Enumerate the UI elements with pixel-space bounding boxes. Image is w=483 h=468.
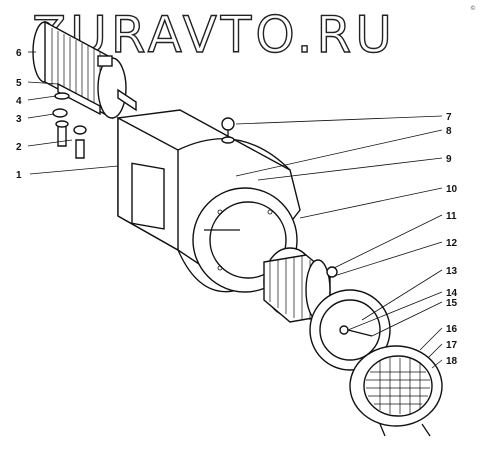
corner-mark: © <box>470 5 476 12</box>
impeller-wheel <box>263 247 338 323</box>
callout-2: 2 <box>16 142 22 153</box>
callout-7: 7 <box>446 112 452 123</box>
callout-6: 6 <box>16 48 22 59</box>
callout-17: 17 <box>446 340 458 351</box>
callout-4: 4 <box>16 96 22 107</box>
callout-10: 10 <box>446 184 458 195</box>
callout-1: 1 <box>16 170 22 181</box>
callout-numbers: 1 2 3 4 5 6 7 8 9 10 11 12 13 14 15 16 1… <box>16 48 458 367</box>
mounting-hardware <box>52 92 87 159</box>
callout-12: 12 <box>446 238 458 249</box>
callout-16: 16 <box>446 324 458 335</box>
callout-3: 3 <box>16 114 22 125</box>
eye-bolt <box>221 117 235 144</box>
callout-14: 14 <box>446 288 458 299</box>
inlet-grille <box>349 345 443 437</box>
leader-lines <box>27 51 443 369</box>
callout-5: 5 <box>16 78 22 89</box>
electric-motor <box>32 20 137 120</box>
callout-11: 11 <box>446 211 457 222</box>
callout-18: 18 <box>446 356 458 367</box>
callout-15: 15 <box>446 298 458 309</box>
shaft-nut <box>339 325 373 337</box>
callout-9: 9 <box>446 154 452 165</box>
callout-8: 8 <box>446 126 452 137</box>
callout-13: 13 <box>446 266 458 277</box>
